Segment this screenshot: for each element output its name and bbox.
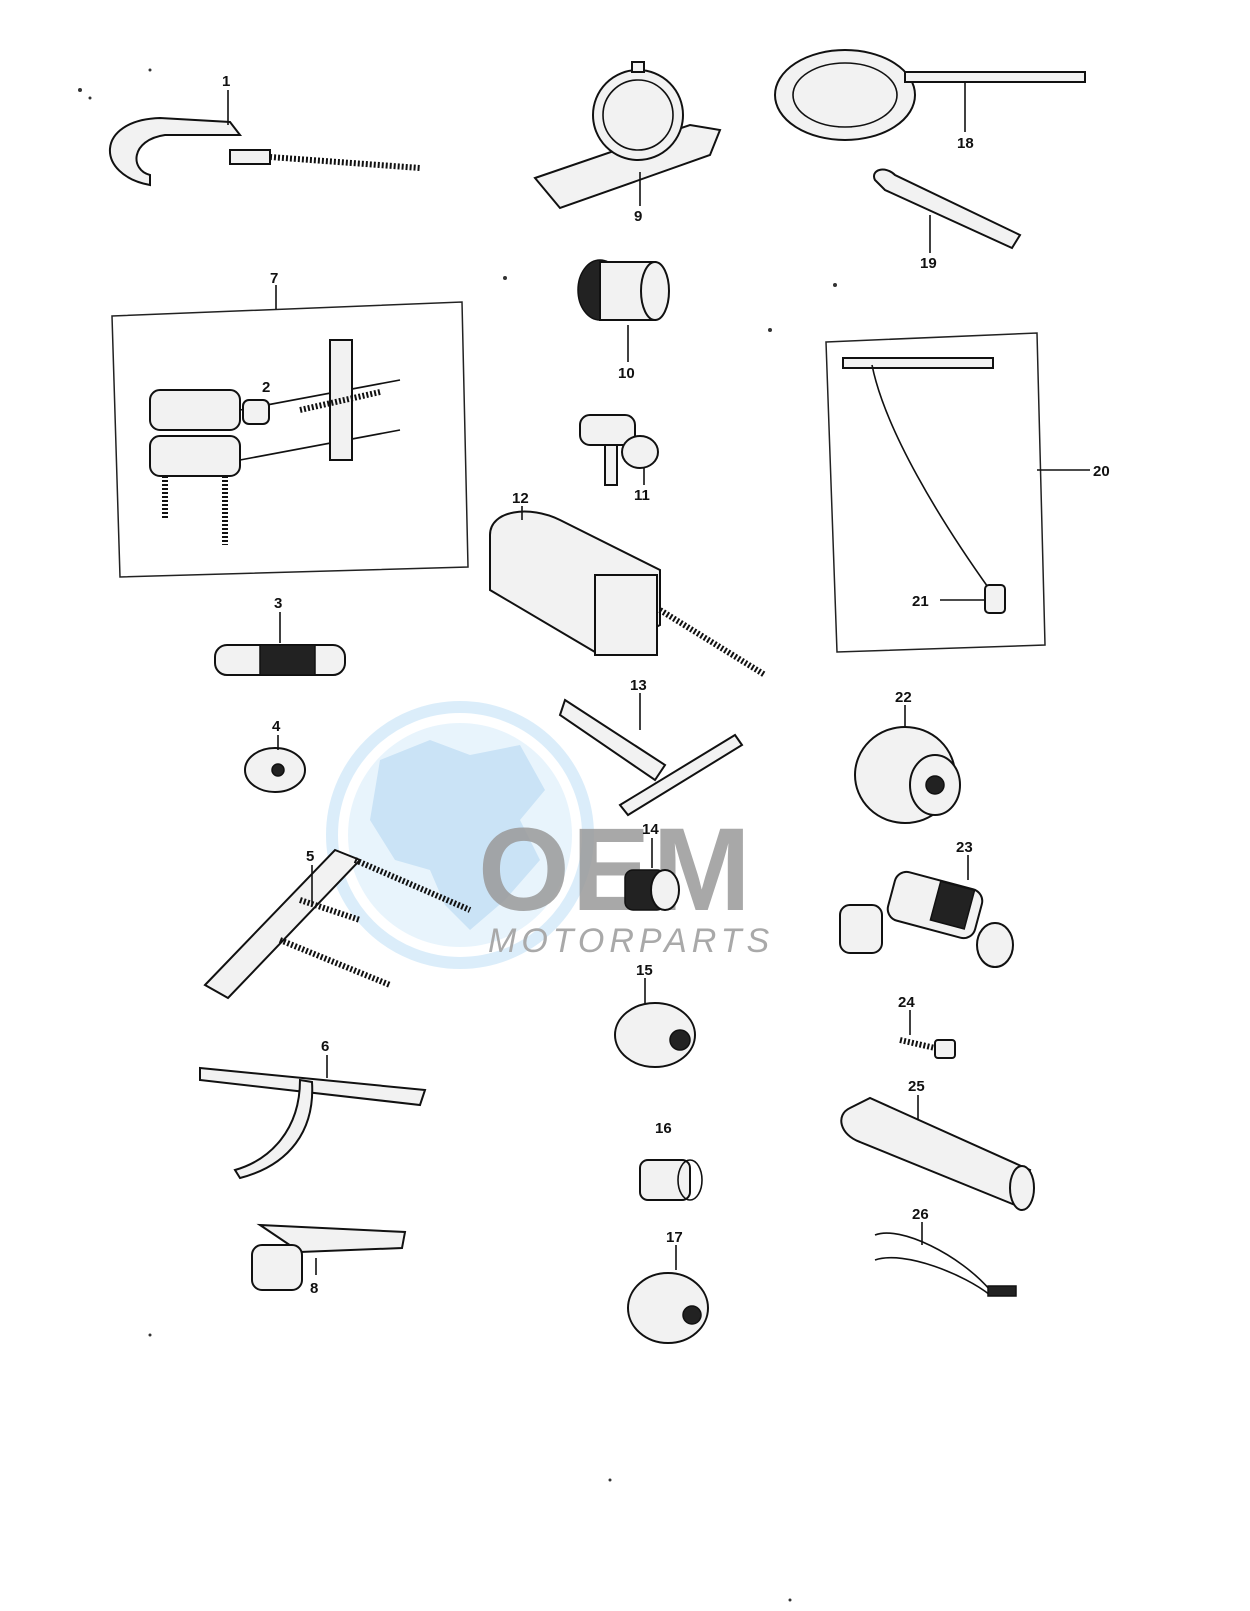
watermark-tagline: MOTORPARTS xyxy=(488,922,774,960)
part-20-t-tool[interactable] xyxy=(842,357,994,591)
part-9-dial-gauge[interactable] xyxy=(533,61,722,210)
part-23-driver[interactable] xyxy=(839,869,1014,968)
callout-3: 3 xyxy=(274,595,282,612)
part-17-driver-head[interactable] xyxy=(627,1272,709,1344)
part-5-holder[interactable] xyxy=(203,848,472,1000)
part-15-driver-head[interactable] xyxy=(614,1002,696,1068)
callout-10: 10 xyxy=(618,365,635,382)
part-21-tip[interactable] xyxy=(984,584,1006,614)
part-7-bearing-puller[interactable] xyxy=(149,339,401,545)
part-7-box xyxy=(111,301,469,578)
callout-14: 14 xyxy=(642,821,659,838)
callout-20: 20 xyxy=(1093,463,1110,480)
part-6-lever[interactable] xyxy=(199,1066,427,1180)
part-2-adapter[interactable] xyxy=(242,399,270,425)
callout-17: 17 xyxy=(666,1229,683,1246)
part-10-knurled-nut[interactable] xyxy=(577,259,670,321)
watermark-globe-icon xyxy=(326,701,594,969)
callout-22: 22 xyxy=(895,689,912,706)
part-4-collar[interactable] xyxy=(244,747,306,793)
part-8-socket-wrench[interactable] xyxy=(251,1223,407,1291)
callout-18: 18 xyxy=(957,135,974,152)
callout-15: 15 xyxy=(636,962,653,979)
part-14-socket[interactable] xyxy=(624,869,680,911)
callout-4: 4 xyxy=(272,718,281,735)
part-13-t-handle-socket[interactable] xyxy=(558,698,744,817)
callout-25: 25 xyxy=(908,1078,925,1095)
callout-16: 16 xyxy=(655,1120,672,1137)
callout-24: 24 xyxy=(898,994,915,1011)
callout-5: 5 xyxy=(306,848,314,865)
callout-13: 13 xyxy=(630,677,647,694)
part-12-valve-spring-compressor[interactable] xyxy=(489,510,767,678)
watermark-brand: OEM xyxy=(478,804,753,936)
part-11-adapter-fitting[interactable] xyxy=(579,414,659,486)
part-19-spanner-wrench[interactable] xyxy=(873,168,1022,250)
part-22-holder[interactable] xyxy=(854,726,961,824)
callout-19: 19 xyxy=(920,255,937,272)
callout-1: 1 xyxy=(222,73,230,90)
callout-23: 23 xyxy=(956,839,973,856)
callout-11: 11 xyxy=(634,487,650,504)
part-26-pliers[interactable] xyxy=(874,1232,1017,1297)
callout-21: 21 xyxy=(912,593,929,610)
part-16-ring[interactable] xyxy=(639,1159,703,1201)
callout-7: 7 xyxy=(270,270,278,287)
callout-6: 6 xyxy=(321,1038,329,1055)
callout-26: 26 xyxy=(912,1206,929,1223)
part-25-pipe[interactable] xyxy=(840,1096,1035,1211)
part-20-box xyxy=(825,332,1046,653)
part-3-driver[interactable] xyxy=(214,644,346,676)
callout-8: 8 xyxy=(310,1280,318,1297)
callout-9: 9 xyxy=(634,208,642,225)
scan-specks xyxy=(78,68,837,1602)
part-24-bolt[interactable] xyxy=(899,1037,956,1059)
part-1-hook-puller[interactable] xyxy=(109,90,421,187)
part-18-clutch-holder[interactable] xyxy=(774,49,1086,141)
callout-2: 2 xyxy=(262,379,270,396)
callout-12: 12 xyxy=(512,490,529,507)
